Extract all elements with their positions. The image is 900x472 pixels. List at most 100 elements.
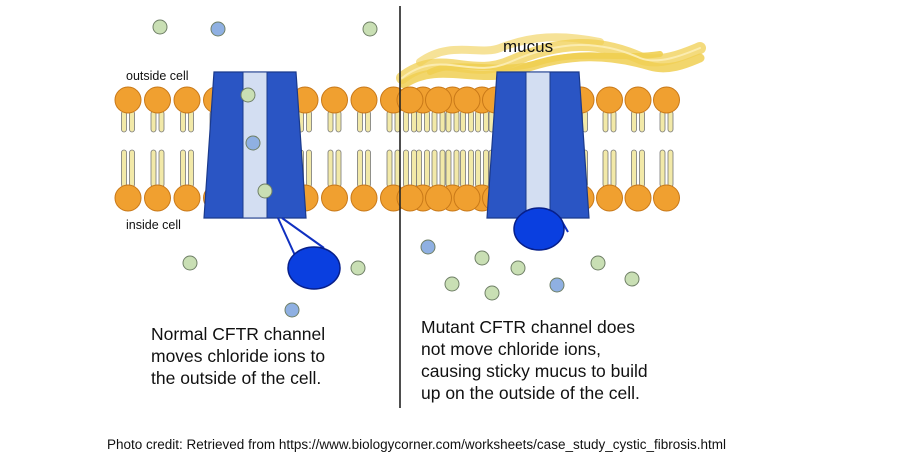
chloride-ion <box>240 87 256 103</box>
chloride-ion <box>444 276 460 292</box>
mutant-channel-pore <box>525 71 551 219</box>
caption-line: not move chloride ions, <box>421 339 601 359</box>
lipid-tail <box>602 110 609 133</box>
phospholipid-head <box>624 86 652 114</box>
lipid-tail <box>431 110 438 133</box>
phospholipid-head <box>173 86 201 114</box>
chloride-ion <box>549 277 565 293</box>
lipid-tail <box>468 110 474 133</box>
chloride-ion <box>510 260 526 276</box>
caption-line: causing sticky mucus to build <box>421 361 648 381</box>
lipid-tail <box>424 110 430 133</box>
caption-line: the outside of the cell. <box>151 368 322 388</box>
lipid-tail <box>610 149 617 188</box>
phospholipid-head <box>144 86 171 114</box>
lipid-tail <box>158 110 165 133</box>
lipid-tail <box>475 110 481 133</box>
lipid-tail <box>357 110 363 133</box>
phospholipid-head <box>425 184 452 212</box>
lipid-tail <box>439 149 446 188</box>
lipid-tail <box>445 110 452 133</box>
lipid-tail <box>453 149 460 188</box>
lipid-tail <box>188 149 194 188</box>
lipid-tail <box>306 110 312 133</box>
lipid-tail <box>150 110 157 133</box>
lipid-tail <box>411 110 417 133</box>
phospholipid-head <box>396 184 424 212</box>
chloride-ion <box>420 239 436 255</box>
caption-line: moves chloride ions to <box>151 346 326 366</box>
phospholipid-head <box>453 184 481 212</box>
lipid-tail <box>424 149 430 188</box>
lipid-tail <box>639 149 645 188</box>
caption-line: Mutant CFTR channel does <box>421 317 635 337</box>
phospholipid-head <box>425 86 452 114</box>
lipid-tail <box>468 149 474 188</box>
outside-cell-label: outside cell <box>126 69 189 83</box>
phospholipid-head <box>653 184 680 212</box>
phospholipid-head <box>321 86 348 114</box>
chloride-ion <box>152 19 168 35</box>
phospholipid-head <box>321 184 348 212</box>
lipid-tail <box>386 149 393 188</box>
lipid-tail <box>365 110 371 133</box>
lipid-tail <box>610 110 617 133</box>
lipid-tail <box>667 110 674 133</box>
phospholipid-head <box>114 86 142 114</box>
lipid-tail <box>639 110 645 133</box>
chloride-ion <box>182 255 198 271</box>
lipid-tail <box>445 149 452 188</box>
lipid-tail <box>483 149 489 188</box>
lipid-tail <box>659 110 666 133</box>
lipid-tail <box>631 110 637 133</box>
caption-line: up on the outside of the cell. <box>421 383 640 403</box>
lipid-tail <box>306 149 312 188</box>
lipid-tail <box>403 149 409 188</box>
phospholipid-head <box>653 86 680 114</box>
lipid-tail <box>129 149 135 188</box>
lipid-tail <box>121 110 127 133</box>
normal-cftr-caption: Normal CFTR channel moves chloride ions … <box>151 323 325 389</box>
chloride-ion <box>245 135 261 151</box>
lipid-tail <box>327 110 334 133</box>
lipid-tail <box>416 110 422 133</box>
phospholipid-head <box>596 86 623 114</box>
membrane-layer <box>114 86 680 212</box>
mucus-highlight <box>401 44 701 79</box>
lipid-tail <box>475 149 481 188</box>
lipid-tail <box>158 149 165 188</box>
ion-layer <box>152 19 640 318</box>
lipid-tail <box>180 110 186 133</box>
lipid-tail <box>386 110 393 133</box>
phospholipid-head <box>624 184 652 212</box>
phospholipid-head <box>350 86 378 114</box>
lipid-tail <box>357 149 363 188</box>
lipid-tail <box>403 110 409 133</box>
lipid-tail <box>188 110 194 133</box>
mucus-label: mucus <box>503 37 553 56</box>
caption-line: Normal CFTR channel <box>151 324 326 344</box>
lipid-tail <box>439 110 446 133</box>
mucus-layer <box>396 33 706 89</box>
lipid-tail <box>460 149 466 188</box>
chloride-ion <box>284 302 300 318</box>
phospholipid-head <box>453 86 481 114</box>
chloride-ion <box>350 260 366 276</box>
lipid-tail <box>453 110 460 133</box>
phospholipid-head <box>596 184 623 212</box>
lipid-tail <box>460 110 466 133</box>
lipid-tail <box>327 149 334 188</box>
normal-nucleotide-binding-domain <box>287 246 341 290</box>
lipid-tail <box>411 149 417 188</box>
chloride-ion <box>257 183 273 199</box>
phospholipid-head <box>350 184 378 212</box>
chloride-ion <box>210 21 226 37</box>
lipid-tail <box>335 149 342 188</box>
lipid-tail <box>602 149 609 188</box>
mutant-cftr-caption: Mutant CFTR channel does not move chlori… <box>421 316 648 404</box>
phospholipid-head <box>396 86 424 114</box>
lipid-tail <box>150 149 157 188</box>
lipid-tail <box>365 149 371 188</box>
photo-credit: Photo credit: Retrieved from https://www… <box>107 437 727 452</box>
mucus-strand <box>416 33 604 66</box>
